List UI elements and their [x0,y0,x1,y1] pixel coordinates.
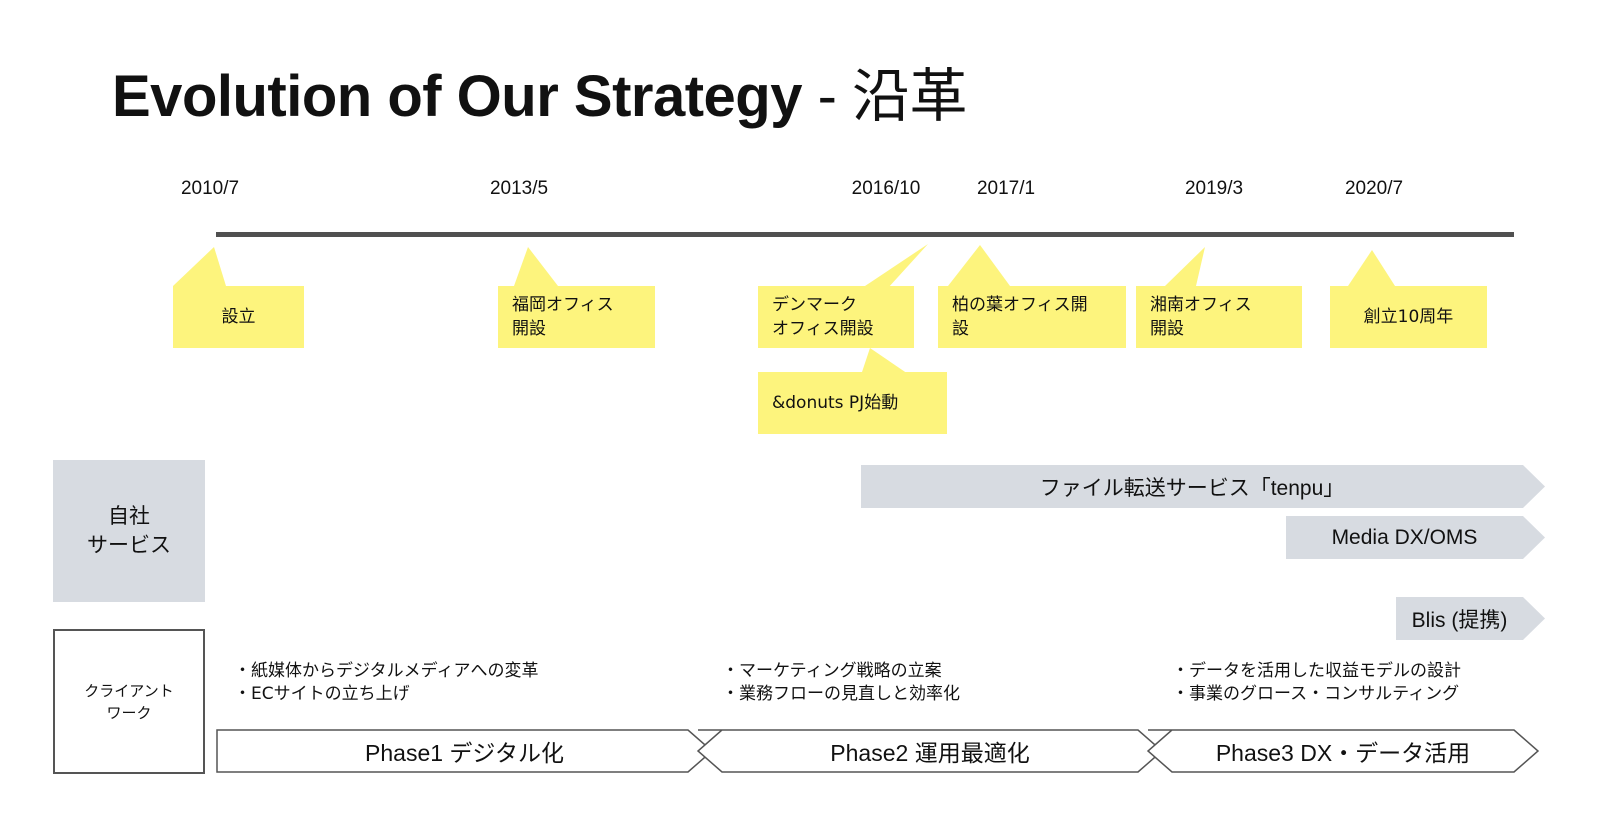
event-fukuoka-office: 福岡オフィス 開設 [498,286,655,348]
phase1-bullet-1: 紙媒体からデジタルメディアへの変革 [234,660,538,683]
date-label-2019-3: 2019/3 [1184,178,1244,199]
phase1-bullets: 紙媒体からデジタルメディアへの変革 ECサイトの立ち上げ [234,660,538,706]
title-jp: 沿革 [852,64,968,129]
page-title: Evolution of Our Strategy - 沿革 [112,62,968,132]
callout-pointer-kashiwa [948,245,1010,286]
service-tenpu-label: ファイル転送サービス「tenpu」 [1039,476,1345,500]
own-services-label: 自社 サービス [53,460,205,602]
phase3-bullet-1: データを活用した収益モデルの設計 [1172,660,1461,683]
date-label-2013-5: 2013/5 [489,178,549,199]
timeline-bar [216,232,1514,237]
service-media-dx-oms-label: Media DX/OMS [1331,525,1478,549]
title-separator: - [802,64,853,129]
event-donuts-project: &donuts PJ始動 [758,372,947,434]
event-founding: 設立 [173,286,304,348]
event-shonan-office: 湘南オフィス 開設 [1136,286,1302,348]
phase1-label: Phase1 デジタル化 [365,740,564,766]
service-tenpu: ファイル転送サービス「tenpu」 [861,465,1545,508]
event-kashiwa-office: 柏の葉オフィス開 設 [938,286,1126,348]
phase2-label: Phase2 運用最適化 [830,740,1030,766]
date-label-2020-7: 2020/7 [1344,178,1404,199]
callout-pointer-founding [173,247,226,286]
date-label-2016-10: 2016/10 [851,178,921,199]
event-denmark-office: デンマーク オフィス開設 [758,286,914,348]
phase1-bullet-2: ECサイトの立ち上げ [234,683,538,706]
phase3-arrow [1146,729,1540,773]
callout-pointer-shonan [1165,247,1205,286]
phase1-arrow [216,729,714,773]
service-blis: Blis (提携) [1396,597,1545,640]
phase2-bullets: マーケティング戦略の立案 業務フローの見直しと効率化 [722,660,960,706]
service-media-dx-oms: Media DX/OMS [1286,516,1545,559]
callout-pointer-donuts [862,348,914,378]
event-10th-anniversary: 創立10周年 [1330,286,1487,348]
phase3-bullet-2: 事業のグロース・コンサルティング [1172,683,1461,706]
phase3-bullets: データを活用した収益モデルの設計 事業のグロース・コンサルティング [1172,660,1461,706]
client-work-label: クライアント ワーク [53,629,205,774]
date-label-2017-1: 2017/1 [976,178,1036,199]
callout-pointer-anniversary [1348,250,1395,286]
phase2-bullet-1: マーケティング戦略の立案 [722,660,960,683]
phase2-arrow [696,729,1164,773]
phase3-label: Phase3 DX・データ活用 [1215,740,1471,766]
callout-pointer-denmark [862,244,928,288]
phase2-bullet-2: 業務フローの見直しと効率化 [722,683,960,706]
title-main: Evolution of Our Strategy [112,64,803,129]
date-label-2010-7: 2010/7 [180,178,240,199]
callout-pointer-fukuoka [514,247,558,286]
service-blis-label: Blis (提携) [1411,608,1508,632]
